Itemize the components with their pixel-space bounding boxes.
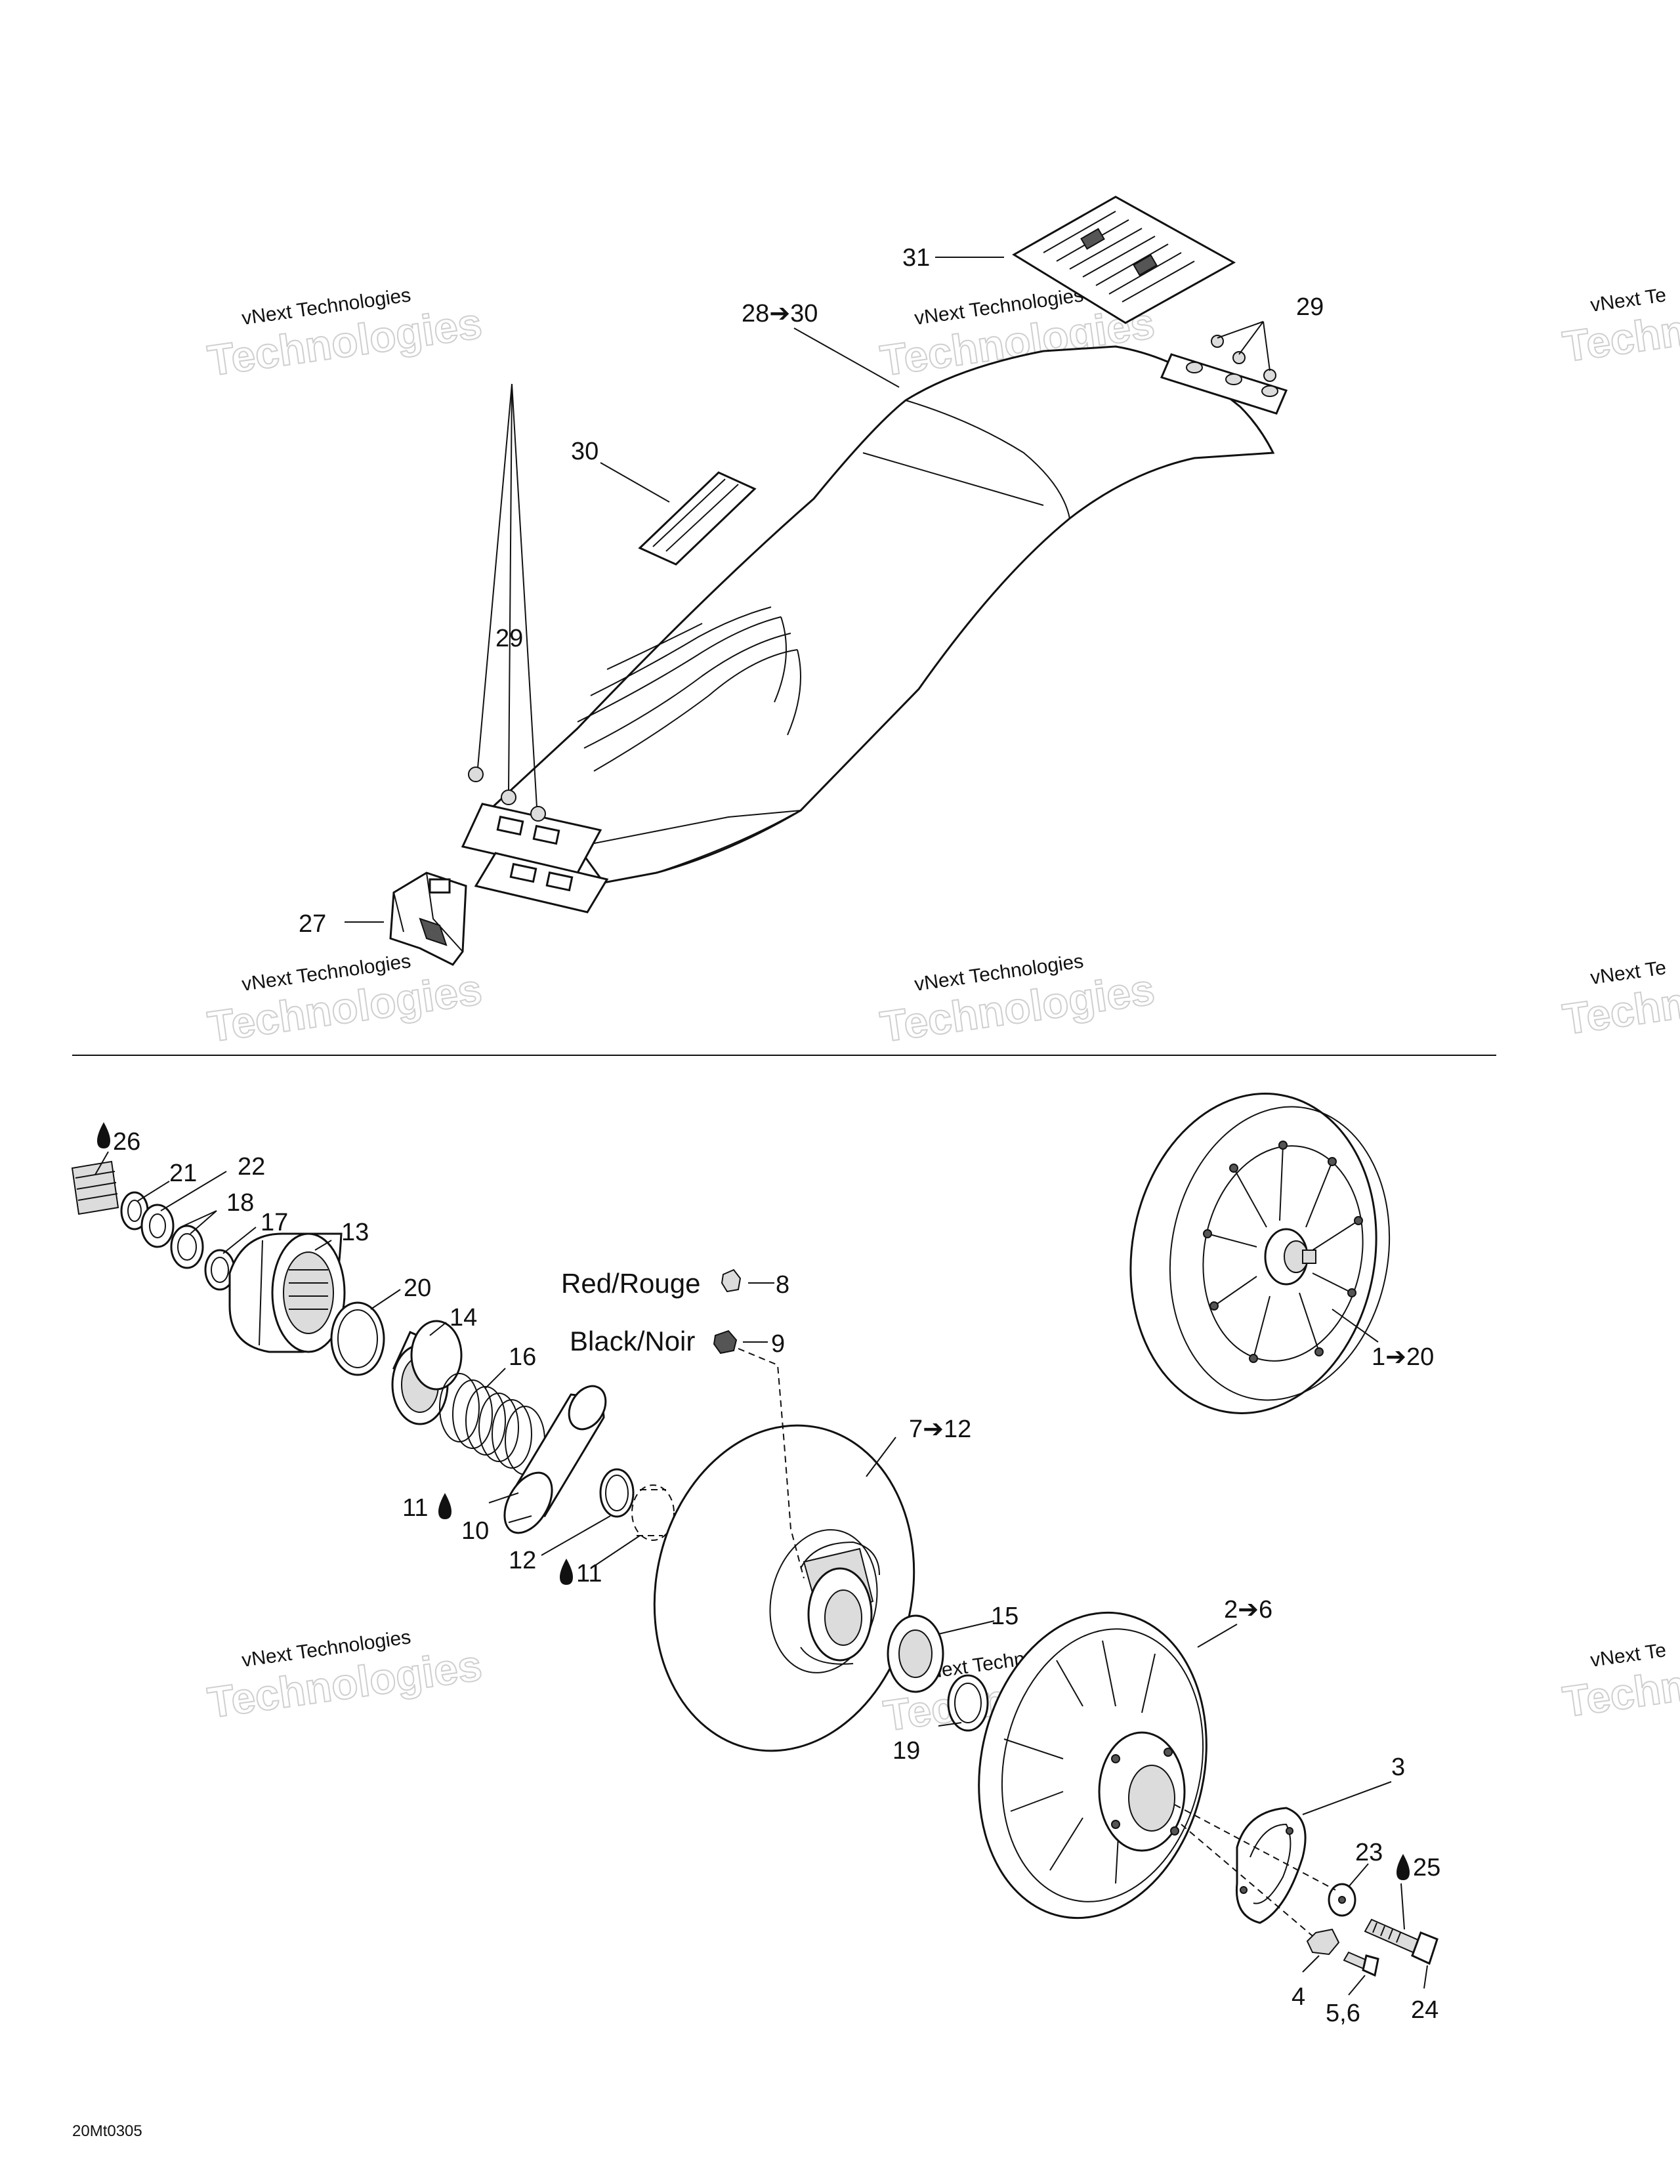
ring-20 <box>330 1301 385 1376</box>
callouts: 31 29 28➔30 30 29 27 26 21 22 18 17 13 2… <box>72 244 1440 2140</box>
callout-29-left: 29 <box>495 625 523 652</box>
callout-12: 12 <box>509 1547 536 1574</box>
callout-9: 9 <box>771 1330 785 1358</box>
spring-16 <box>439 1373 545 1475</box>
callout-11-a: 11 <box>402 1494 428 1522</box>
callout-18: 18 <box>226 1189 254 1217</box>
callout-22: 22 <box>238 1153 265 1181</box>
figure-code: 20Mt0305 <box>72 2122 142 2140</box>
callout-28-30: 28➔30 <box>742 300 818 327</box>
callout-30: 30 <box>571 438 598 465</box>
assembled-pulley-1-20 <box>1129 1093 1391 1414</box>
sleeve-10 <box>503 1385 607 1534</box>
fixed-half-7-12 <box>653 1424 915 1752</box>
callout-31: 31 <box>902 244 930 272</box>
hinge-plate-lower <box>461 803 609 914</box>
callout-19: 19 <box>892 1737 920 1765</box>
callout-7-12: 7➔12 <box>909 1416 971 1443</box>
driven-pulley-assembly <box>71 1093 1438 1996</box>
callout-21: 21 <box>169 1160 197 1187</box>
sliding-half-2-6 <box>978 1611 1208 1920</box>
connector-9 <box>713 1330 738 1354</box>
callout-27: 27 <box>299 910 326 938</box>
washer-22 <box>140 1204 175 1248</box>
leader-lines-top <box>345 257 1270 923</box>
cam-13 <box>228 1232 346 1353</box>
screw-5-6 <box>1343 1951 1379 1977</box>
decal-31 <box>1012 196 1236 324</box>
callout-14: 14 <box>450 1304 477 1332</box>
wire-path <box>738 1348 805 1579</box>
callout-15: 15 <box>991 1603 1018 1630</box>
nuts-29 <box>468 335 1276 822</box>
belt-guard-assembly <box>345 196 1288 966</box>
callout-2-6: 2➔6 <box>1224 1596 1272 1624</box>
color-label-black: Black/Noir <box>570 1326 695 1356</box>
callout-8: 8 <box>776 1271 789 1299</box>
bushing-11 <box>631 1484 675 1541</box>
callout-1-20: 1➔20 <box>1372 1343 1434 1371</box>
spring-26 <box>71 1160 119 1215</box>
callout-3: 3 <box>1391 1754 1405 1781</box>
assembly-axis <box>1174 1804 1336 1937</box>
decal-30 <box>638 471 757 566</box>
callout-29-top: 29 <box>1296 293 1324 321</box>
callout-11-b: 11 <box>576 1560 602 1587</box>
cover-3 <box>1235 1807 1307 1924</box>
callout-5-6: 5,6 <box>1326 2000 1360 2027</box>
connector-8 <box>721 1269 742 1293</box>
callout-4: 4 <box>1292 1983 1305 2011</box>
callout-23: 23 <box>1355 1839 1383 1866</box>
callout-16: 16 <box>509 1343 536 1371</box>
hinge-plate-upper <box>1160 353 1288 415</box>
drop-icon-11b <box>560 1559 573 1585</box>
color-label-red: Red/Rouge <box>561 1268 700 1299</box>
callout-17: 17 <box>261 1209 288 1236</box>
drop-icon-25 <box>1396 1854 1410 1880</box>
callout-25: 25 <box>1413 1854 1440 1881</box>
belt-guard <box>488 345 1275 884</box>
guard-ribs <box>577 606 801 772</box>
ring-18 <box>170 1225 204 1269</box>
leader-lines-bottom <box>94 1151 1428 1996</box>
drop-icon-26 <box>97 1122 110 1148</box>
callout-24: 24 <box>1411 1996 1438 2024</box>
drop-icon-11a <box>438 1493 452 1519</box>
bushing-14 <box>391 1320 463 1425</box>
callout-20: 20 <box>404 1274 431 1302</box>
bolt-24 <box>1364 1918 1438 1965</box>
nut-4 <box>1306 1928 1340 1956</box>
callout-10: 10 <box>461 1517 489 1545</box>
callout-13: 13 <box>341 1219 369 1246</box>
callout-26: 26 <box>113 1128 140 1156</box>
bracket-27 <box>389 872 467 966</box>
